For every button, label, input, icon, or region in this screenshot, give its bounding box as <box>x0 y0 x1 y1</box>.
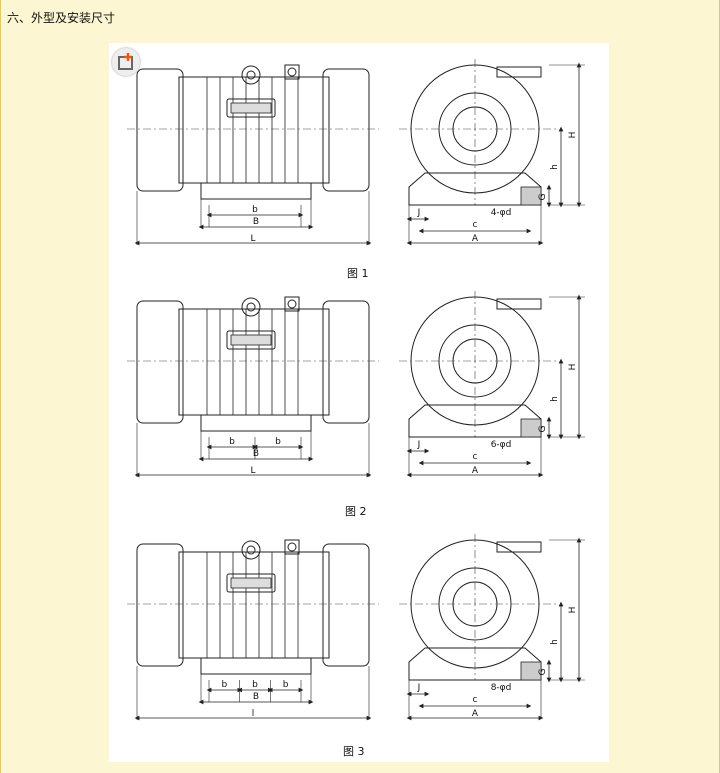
end-view: JcA 4-φd HhG <box>399 59 585 246</box>
dim-H: H <box>568 364 578 371</box>
dim-J: J <box>417 440 421 450</box>
dim-H: H <box>568 607 578 614</box>
dim-c: c <box>473 695 478 705</box>
dim-L: L <box>250 466 255 476</box>
dim-A: A <box>472 709 479 719</box>
dim-holes: 4-φd <box>491 208 512 218</box>
dim-c: c <box>473 452 478 462</box>
dim-b-1: b <box>252 205 258 215</box>
caption-fig-3: 图 3 <box>343 745 365 758</box>
dim-c: c <box>473 220 478 230</box>
add-image-icon[interactable] <box>112 48 140 76</box>
dim-holes: 6-φd <box>491 440 512 450</box>
dim-J: J <box>417 208 421 218</box>
dim-B: B <box>253 449 259 459</box>
section-heading: 六、外型及安装尺寸 <box>7 11 116 25</box>
dim-h: h <box>550 396 560 402</box>
dim-b-1: b <box>229 437 235 447</box>
dim-G: G <box>538 425 548 432</box>
dim-h: h <box>550 639 560 645</box>
end-view: JcA 6-φd HhG <box>399 291 585 478</box>
caption-fig-1: 图 1 <box>347 267 369 280</box>
dim-H: H <box>568 132 578 139</box>
caption-fig-2: 图 2 <box>345 505 367 518</box>
dim-h: h <box>550 164 560 170</box>
dim-G: G <box>538 668 548 675</box>
dim-L: l <box>252 709 255 719</box>
side-view: b bBL <box>127 296 379 478</box>
dim-b-2: b <box>275 437 281 447</box>
dim-L: L <box>250 234 255 244</box>
dim-B: B <box>253 692 259 702</box>
dim-J: J <box>417 683 421 693</box>
side-view: bBL <box>127 64 379 246</box>
dim-B: B <box>253 217 259 227</box>
dim-holes: 8-φd <box>491 683 512 693</box>
dim-b-2: b <box>252 680 258 690</box>
dim-A: A <box>472 466 479 476</box>
dim-b-3: b <box>283 680 289 690</box>
dim-G: G <box>538 193 548 200</box>
end-view: JcA 8-φd HhG <box>399 534 585 721</box>
dim-b-1: b <box>221 680 227 690</box>
dim-A: A <box>472 234 479 244</box>
